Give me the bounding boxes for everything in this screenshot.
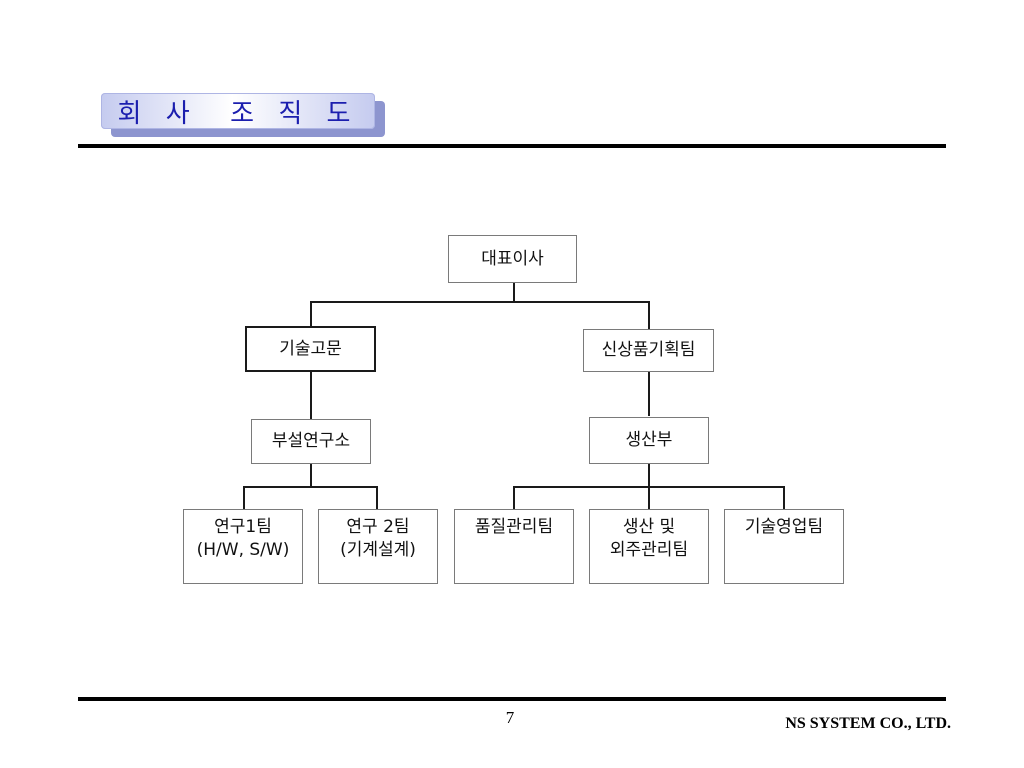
node-outsourcing-team-line2: 외주관리팀 — [609, 540, 689, 560]
node-lab-team-1-line2: (H/W, S/W) — [196, 540, 290, 560]
connector-lab-team1-drop — [243, 486, 245, 509]
node-outsourcing-team: 생산 및 외주관리팀 — [589, 509, 709, 584]
title-plate: 회 사 조 직 도 — [101, 93, 375, 129]
node-sales-team-line1: 기술영업팀 — [744, 517, 824, 537]
node-lab-team-1: 연구1팀 (H/W, S/W) — [183, 509, 303, 584]
node-lab-team-2-line1: 연구 2팀 — [346, 517, 410, 537]
company-name: NS SYSTEM CO., LTD. — [785, 715, 951, 732]
node-quality-team-line1: 품질관리팀 — [474, 517, 554, 537]
node-quality-team: 품질관리팀 — [454, 509, 574, 584]
connector-sales-drop — [783, 486, 785, 509]
connector-lab-horizontal — [243, 486, 378, 488]
footer-rule — [78, 697, 946, 701]
connector-advisor-drop — [310, 301, 312, 327]
page-number: 7 — [505, 708, 515, 727]
node-ceo-label: 대표이사 — [481, 248, 544, 269]
connector-production-down — [648, 463, 650, 487]
node-production: 생산부 — [589, 417, 709, 464]
page-title: 회 사 조 직 도 — [117, 98, 359, 129]
node-lab: 부설연구소 — [251, 419, 371, 464]
node-product-planning: 신상품기획팀 — [583, 329, 714, 372]
connector-quality-drop — [513, 486, 515, 509]
node-lab-team-1-line1: 연구1팀 — [214, 517, 272, 537]
connector-planning-production — [648, 371, 650, 416]
node-advisor: 기술고문 — [245, 326, 376, 372]
node-outsourcing-team-line1: 생산 및 — [622, 517, 676, 537]
connector-outsourcing-drop — [648, 486, 650, 509]
connector-lab-team2-drop — [376, 486, 378, 509]
connector-lab-down — [310, 463, 312, 487]
node-ceo: 대표이사 — [448, 235, 577, 283]
node-product-planning-label: 신상품기획팀 — [601, 340, 696, 360]
connector-ceo-down — [513, 282, 515, 302]
connector-top-horizontal — [310, 301, 649, 303]
node-lab-team-2-line2: (기계설계) — [340, 540, 416, 560]
connector-advisor-lab — [310, 371, 312, 422]
node-production-label: 생산부 — [625, 430, 673, 450]
node-advisor-label: 기술고문 — [279, 338, 342, 359]
connector-planning-drop — [648, 301, 650, 330]
header-rule — [78, 144, 946, 148]
node-lab-team-2: 연구 2팀 (기계설계) — [318, 509, 438, 584]
node-sales-team: 기술영업팀 — [724, 509, 844, 584]
node-lab-label: 부설연구소 — [271, 431, 351, 451]
